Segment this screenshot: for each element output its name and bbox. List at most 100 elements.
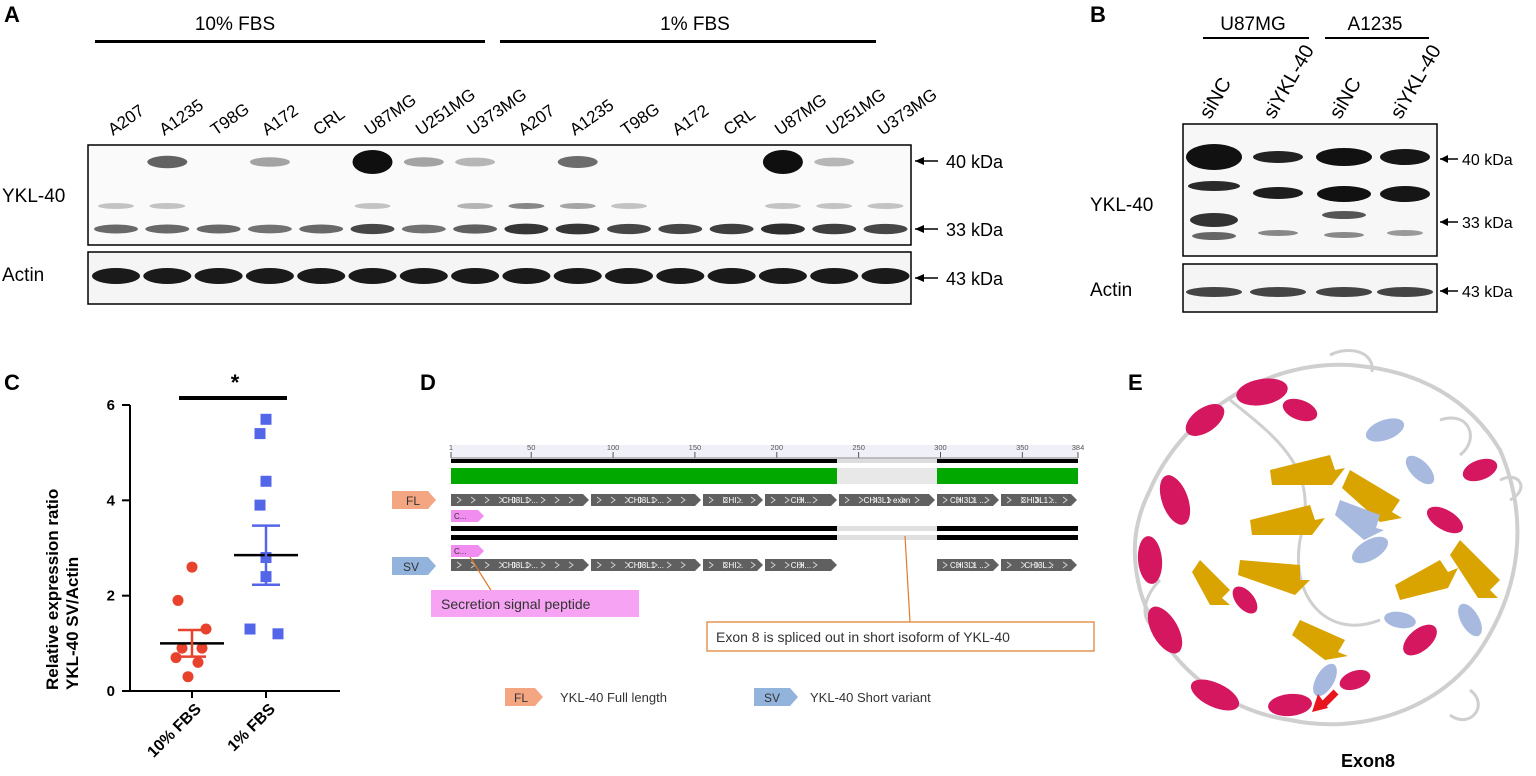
panel-d-letter: D — [420, 370, 436, 395]
exon-chevron — [1048, 561, 1054, 569]
band-actin — [605, 268, 653, 284]
sv-exons: CHI3L1 ...CHI3L1 ...CHI...CHI...CHI3L1 .… — [451, 559, 1077, 571]
exon-label: CHI3L1 ... — [502, 561, 538, 570]
band-36kda — [867, 203, 904, 209]
exon-chevron — [484, 496, 490, 504]
data-point — [260, 475, 272, 487]
exon-chevron — [1048, 496, 1054, 504]
exon-label: CHI3L1 ... — [950, 496, 986, 505]
exon-chevron — [970, 496, 976, 504]
x-tick-label: 1% FBS — [225, 701, 279, 755]
band-33kda — [760, 223, 805, 235]
ruler-label: 150 — [689, 443, 702, 452]
sv-line-2 — [937, 535, 1078, 540]
band-actin — [348, 268, 397, 284]
markers-a: 40 kDa 33 kDa 43 kDa — [915, 152, 1004, 289]
exon-chevron — [844, 496, 850, 504]
lane-label: T98G — [207, 99, 253, 139]
lane-label: siYKL-40 — [1386, 41, 1446, 122]
band-36kda — [457, 203, 494, 209]
condition-bar-1 — [500, 40, 876, 43]
band-actin — [707, 268, 756, 284]
band-33kda — [350, 223, 395, 235]
lane-label: CRL — [720, 104, 759, 139]
exon-chevron — [750, 561, 756, 569]
band-40kda — [455, 157, 496, 167]
band-33kda — [453, 224, 498, 234]
band-36kda — [354, 203, 391, 209]
lane-label: siYKL-40 — [1259, 41, 1319, 122]
ruler-label: 1 — [449, 443, 453, 452]
band-40kda — [762, 150, 803, 174]
exon-label: CHI... — [723, 496, 743, 505]
exon8-arrow — [1312, 689, 1339, 712]
condition-label-10: 10% FBS — [195, 14, 275, 35]
group-bar-a1235 — [1325, 37, 1429, 39]
exon-label: CHI3L1 ... — [950, 561, 986, 570]
exon-arrow — [703, 559, 763, 571]
protein-structure — [1132, 349, 1523, 727]
exon-chevron — [596, 496, 602, 504]
lane-label: siNC — [1195, 74, 1236, 123]
legend-sv: SV YKL-40 Short variant — [754, 688, 931, 706]
band-36kda — [764, 203, 801, 209]
ruler-label: 384 — [1072, 443, 1085, 452]
band-33kda — [607, 223, 651, 235]
band-36kda — [559, 203, 596, 209]
exon-chevron — [610, 561, 616, 569]
y-axis-title: Relative expression ratio YKL-40 SV/Acti… — [43, 489, 82, 690]
exon-chevron — [784, 496, 790, 504]
signal-label: Secretion signal peptide — [441, 596, 591, 612]
exon-chevron — [666, 561, 672, 569]
exon-chevron — [680, 496, 686, 504]
exon-label: CHI3L1 ... — [502, 496, 538, 505]
exon-arrow — [765, 494, 837, 506]
exon-label: CHI... — [791, 561, 811, 570]
lane-label: U87MG — [361, 90, 420, 139]
exon-chevron — [1034, 496, 1040, 504]
exon-chevron — [652, 561, 658, 569]
signal-label-box — [431, 590, 639, 617]
exon-chevron — [900, 496, 906, 504]
exon-chevron — [1020, 561, 1026, 569]
exon-chevron — [984, 496, 990, 504]
y-tick-label: 4 — [107, 492, 116, 509]
exon-chevron — [470, 496, 476, 504]
panel-c: C Relative expression ratio YKL-40 SV/Ac… — [4, 370, 340, 761]
legend-fl: FL YKL-40 Full length — [505, 688, 667, 706]
exon-label: CHI... — [723, 561, 743, 570]
sv-tag: SV — [392, 557, 436, 575]
lane-label: A172 — [258, 101, 301, 139]
sv-peptide-text: C... — [454, 547, 466, 556]
ruler-background — [451, 445, 1078, 459]
exon-chevron — [456, 496, 462, 504]
band-actin — [92, 268, 140, 284]
exon-chevron — [526, 496, 532, 504]
exon-arrow — [591, 559, 701, 571]
band-actin — [810, 268, 859, 284]
exon-chevron — [554, 496, 560, 504]
identity-gap — [837, 468, 937, 484]
actin-bands-b — [1186, 287, 1433, 297]
band-actin — [245, 268, 294, 284]
exon-chevron — [722, 496, 728, 504]
sv-tag-text: SV — [403, 560, 419, 574]
exon-arrow — [937, 494, 999, 506]
band-actin — [553, 268, 602, 284]
lane-label: T98G — [617, 99, 663, 139]
data-point — [192, 656, 204, 668]
exon-chevron — [498, 561, 504, 569]
ykl40-label-a: YKL-40 — [2, 186, 65, 207]
consensus-bar-2 — [937, 459, 1078, 463]
group-label-a1235: A1235 — [1348, 14, 1403, 35]
exon-chevron — [666, 496, 672, 504]
band-36kda — [149, 203, 186, 209]
splice-note-box — [706, 621, 1095, 652]
marker-43-b: 43 kDa — [1462, 284, 1513, 301]
band-36kda — [611, 203, 647, 209]
lane-label: A207 — [515, 101, 558, 139]
exon-chevron — [942, 561, 948, 569]
exon-label: CHI... — [791, 496, 811, 505]
band-36kda — [816, 203, 853, 209]
